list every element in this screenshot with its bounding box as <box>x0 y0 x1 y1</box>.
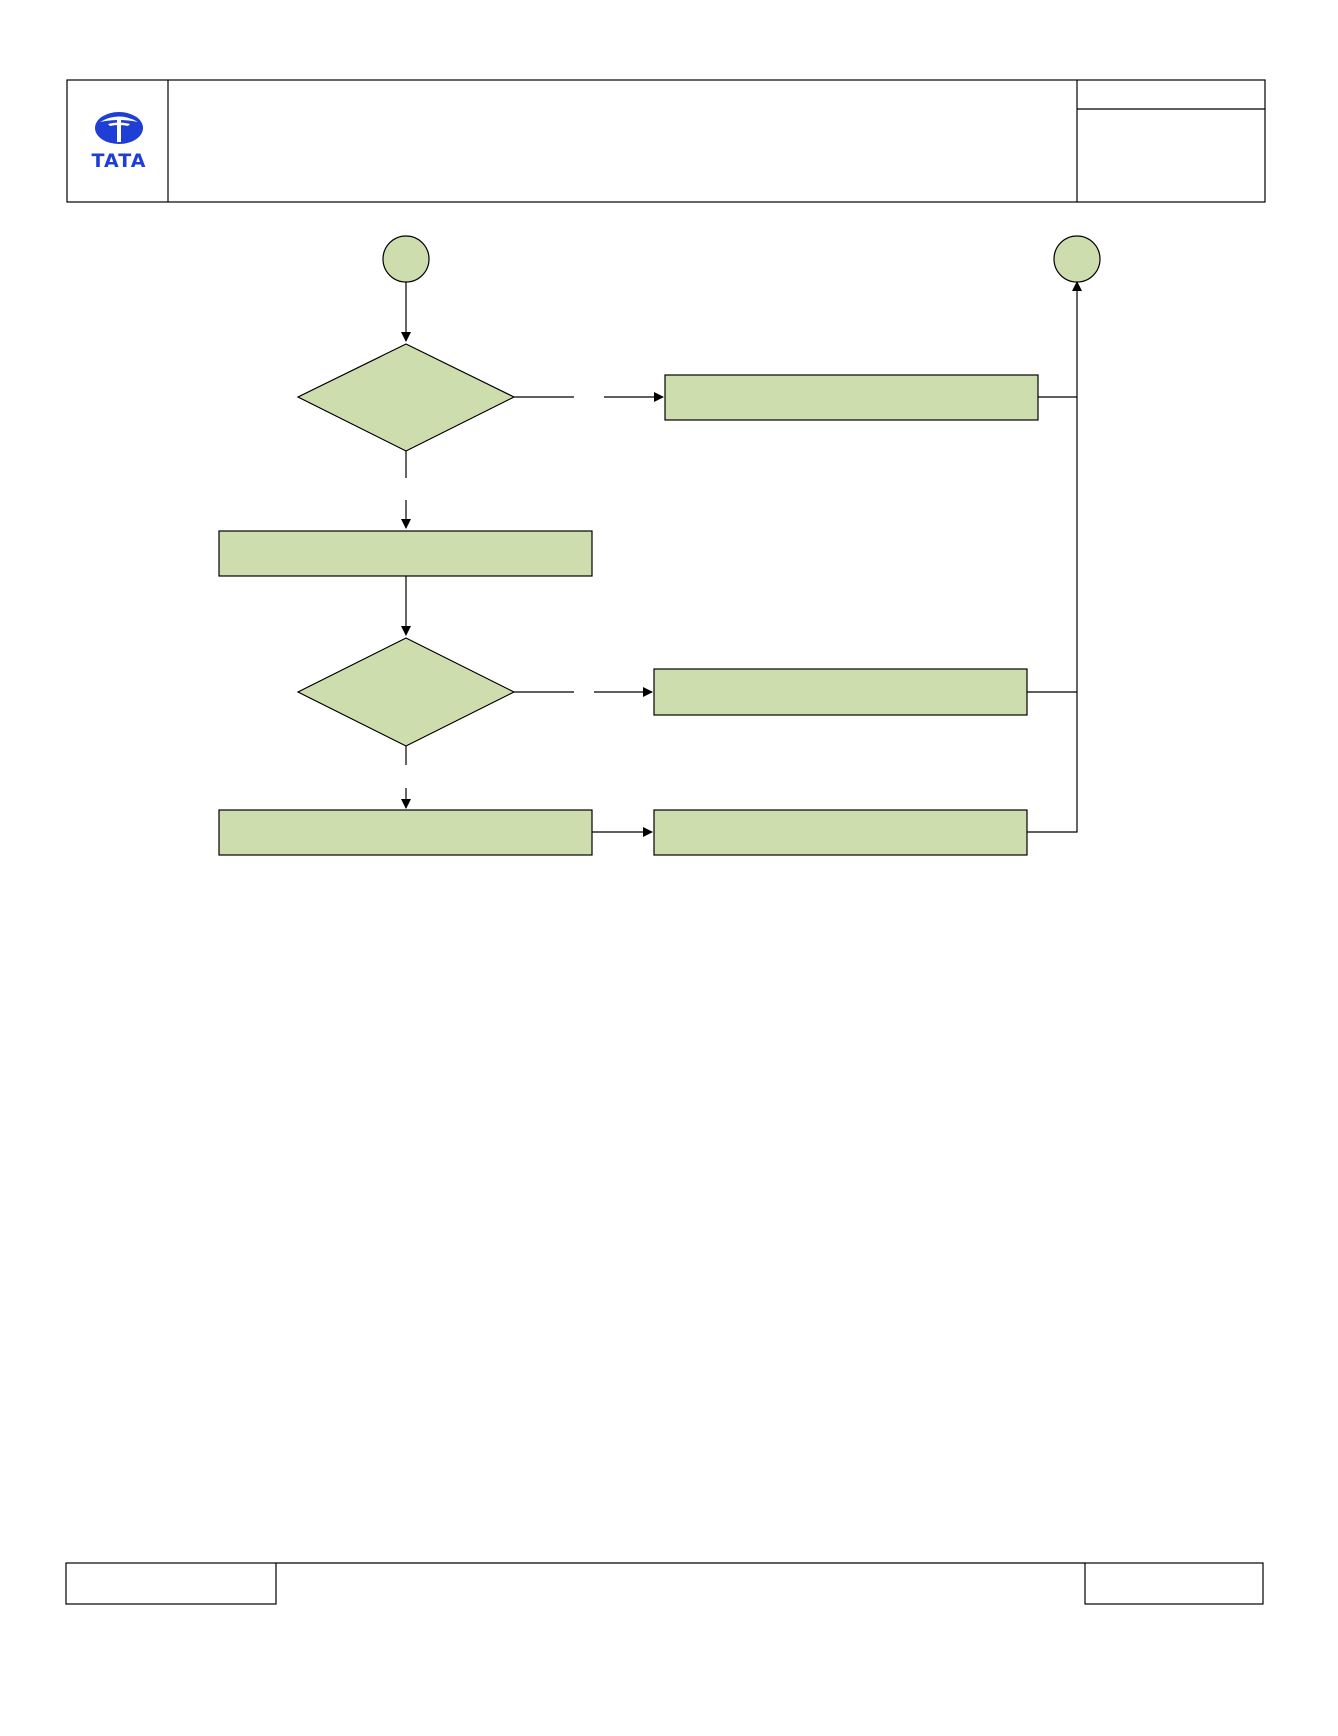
decision-node-1 <box>296 343 516 452</box>
nodes <box>218 235 1101 856</box>
footer <box>65 1562 1264 1605</box>
flowchart <box>218 235 1101 856</box>
end-connector-node <box>1053 235 1101 283</box>
process-node-2 <box>218 809 593 856</box>
connectors <box>401 281 1082 837</box>
process-node-right-3 <box>653 809 1028 856</box>
header-border <box>66 79 1266 203</box>
decision-node-2 <box>296 637 516 747</box>
start-connector-node <box>382 235 430 283</box>
footer-left-box <box>65 1562 277 1605</box>
process-node-right-2 <box>653 668 1028 716</box>
tata-logo: TATA <box>92 112 147 172</box>
connector-bus-to-end <box>1026 281 1082 833</box>
tata-emblem-icon <box>95 112 143 144</box>
process-node-right-1 <box>664 374 1039 421</box>
tata-logo-text: TATA <box>92 150 147 172</box>
process-node-1 <box>218 530 593 577</box>
header-box: TATA <box>66 79 1266 203</box>
footer-right-box <box>1084 1562 1264 1605</box>
